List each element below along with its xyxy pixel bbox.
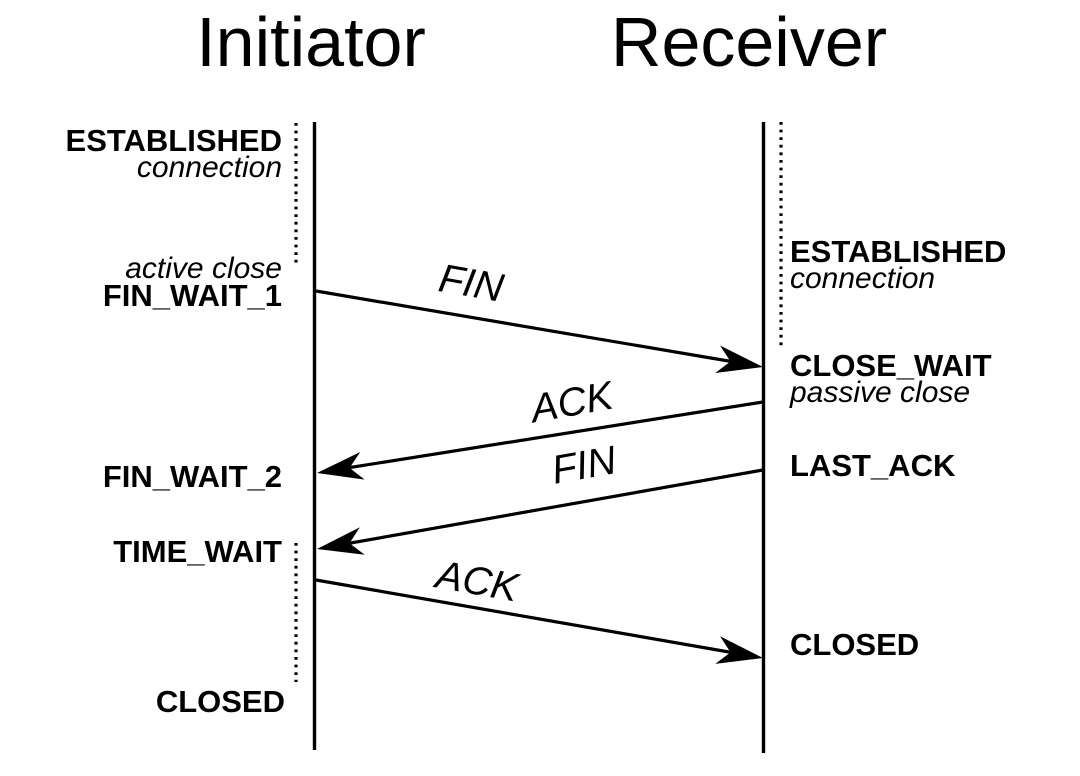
arrowhead-left-icon [317, 527, 365, 555]
state-initiator-fin-wait-1: active close FIN_WAIT_1 [102, 252, 282, 313]
state-initiator-closed: CLOSED [155, 684, 285, 719]
arrow-ack-1-line [327, 400, 764, 473]
arrow-ack-2-line [315, 578, 753, 658]
arrow-ack-2 [315, 578, 763, 664]
arrow-fin-1 [315, 289, 763, 374]
arrow-fin-1-line [315, 289, 753, 367]
state-note: active close [125, 252, 282, 285]
state-initiator-time-wait: TIME_WAIT [113, 534, 282, 569]
state-receiver-close-wait: CLOSE_WAIT passive close [790, 348, 992, 409]
state-initiator-fin-wait-2: FIN_WAIT_2 [102, 459, 282, 494]
state-note: passive close [790, 376, 971, 409]
state-label: FIN_WAIT_1 [102, 278, 282, 313]
arrowhead-left-icon [317, 451, 365, 480]
state-receiver-last-ack: LAST_ACK [790, 448, 956, 483]
state-label: ESTABLISHED [790, 234, 1007, 269]
state-label: CLOSE_WAIT [790, 348, 992, 383]
arrow-fin-2 [317, 468, 764, 555]
state-receiver-closed: CLOSED [790, 627, 920, 662]
actor-title-initiator: Initiator [196, 3, 426, 81]
state-initiator-established: ESTABLISHED connection [65, 123, 282, 184]
actor-title-receiver: Receiver [610, 3, 888, 81]
state-label: CLOSED [155, 684, 285, 719]
state-receiver-established: ESTABLISHED connection [790, 234, 1007, 295]
arrow-ack-1 [317, 400, 764, 480]
state-label: FIN_WAIT_2 [102, 459, 282, 494]
state-label: ESTABLISHED [65, 123, 282, 158]
arrowhead-right-icon [715, 345, 763, 374]
state-label: TIME_WAIT [113, 534, 282, 569]
arrowhead-right-icon [715, 636, 763, 664]
state-note: connection [136, 151, 282, 184]
state-note: connection [790, 262, 936, 295]
arrow-fin-2-line [327, 468, 764, 549]
state-label: CLOSED [790, 627, 920, 662]
state-label: LAST_ACK [790, 448, 956, 483]
